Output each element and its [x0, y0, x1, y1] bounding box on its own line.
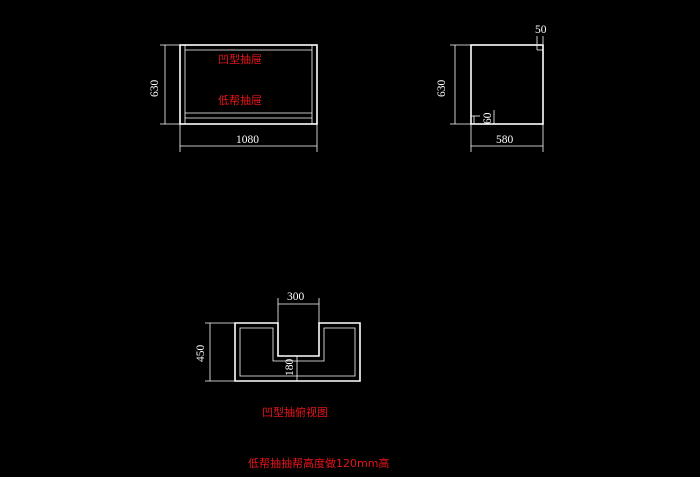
side-view: 50 630 60 580 — [436, 24, 547, 152]
side-bottom-offset-dimension: 60 — [482, 112, 494, 124]
side-depth-dimension: 580 — [496, 134, 514, 146]
lower-drawer-label: 低帮抽屉 — [218, 93, 262, 107]
u-drawer-outer-outline — [234, 322, 361, 382]
upper-drawer-label: 凹型抽屉 — [218, 52, 262, 66]
front-view: 凹型抽屉 低帮抽屉 630 1080 — [149, 44, 318, 152]
front-height-dimension: 630 — [149, 80, 161, 98]
plan-view: 300 450 180 凹型抽俯视图 — [195, 291, 361, 419]
drawer-height-note: 低帮抽抽帮高度做120mm高 — [248, 456, 389, 470]
cabinet-side-outline — [470, 44, 544, 125]
front-width-dimension: 1080 — [236, 134, 259, 146]
notch-bottom-dimension: 180 — [284, 359, 296, 377]
cabinet-front-outline — [179, 44, 318, 125]
u-drawer-inner-outline — [239, 327, 356, 377]
plan-height-dimension: 450 — [195, 345, 207, 363]
side-top-offset-dimension: 50 — [535, 24, 547, 36]
notch-width-dimension: 300 — [287, 291, 305, 303]
side-height-dimension: 630 — [436, 80, 448, 98]
plan-view-title: 凹型抽俯视图 — [262, 405, 328, 419]
